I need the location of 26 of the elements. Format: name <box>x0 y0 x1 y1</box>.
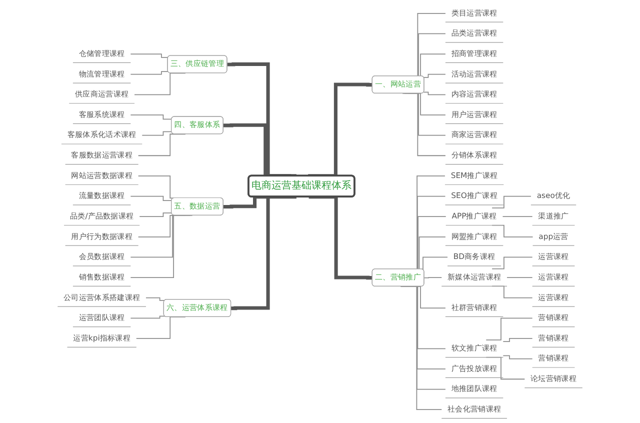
connector <box>423 74 446 78</box>
connector <box>492 196 532 208</box>
connector <box>308 195 372 280</box>
connector <box>146 297 166 301</box>
connector <box>492 286 533 298</box>
connector <box>130 71 169 75</box>
connector <box>139 212 172 218</box>
connector <box>130 316 166 319</box>
connector <box>142 131 172 136</box>
connector <box>130 54 169 58</box>
connector <box>502 216 533 218</box>
connector <box>130 196 172 201</box>
connector <box>506 277 533 278</box>
connector <box>138 134 186 156</box>
connector <box>502 355 533 360</box>
connector <box>231 195 296 310</box>
connector <box>492 256 533 270</box>
connector <box>424 277 442 278</box>
connector <box>130 114 172 120</box>
connector <box>492 224 534 238</box>
connector <box>134 72 186 96</box>
connector <box>308 82 372 178</box>
connector <box>423 92 446 96</box>
connector <box>486 318 533 340</box>
connector <box>486 356 526 380</box>
connector <box>502 338 533 342</box>
